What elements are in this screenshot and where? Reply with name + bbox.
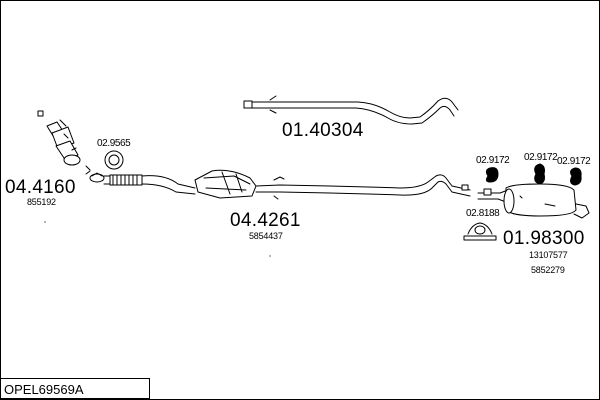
rear-silencer-drawing [477, 183, 590, 219]
catalyst-number: 04.4261 [230, 210, 301, 231]
front-pipe-drawing [37, 110, 105, 183]
front-pipe-number: 04.4160 [5, 177, 76, 198]
rubber-mount-1-number: 02.9172 [476, 155, 510, 166]
gasket-drawing [104, 150, 124, 170]
tail-pipe-number: 01.40304 [282, 120, 364, 141]
rubber-mount-2-number: 02.9172 [524, 152, 558, 163]
rubber-mounts-drawing [485, 163, 582, 186]
gasket-number: 02.9565 [97, 138, 131, 149]
front-pipe-oe: 855192 [27, 197, 56, 207]
tail-pipe-drawing [243, 95, 459, 125]
diagram-title: OPEL69569A [4, 382, 84, 397]
title-box: OPEL69569A [0, 378, 150, 399]
clamp-number: 02.8188 [466, 208, 500, 219]
catalyst-oe: 5854437 [249, 231, 283, 241]
rear-silencer-number: 01.98300 [503, 228, 585, 249]
rear-silencer-oe-1: 13107577 [529, 250, 568, 260]
rubber-mount-3-number: 02.9172 [557, 156, 591, 167]
rear-silencer-oe-2: 5852279 [531, 265, 565, 275]
clamp-drawing [463, 222, 497, 241]
catalyst-pipe-drawing [103, 169, 471, 200]
